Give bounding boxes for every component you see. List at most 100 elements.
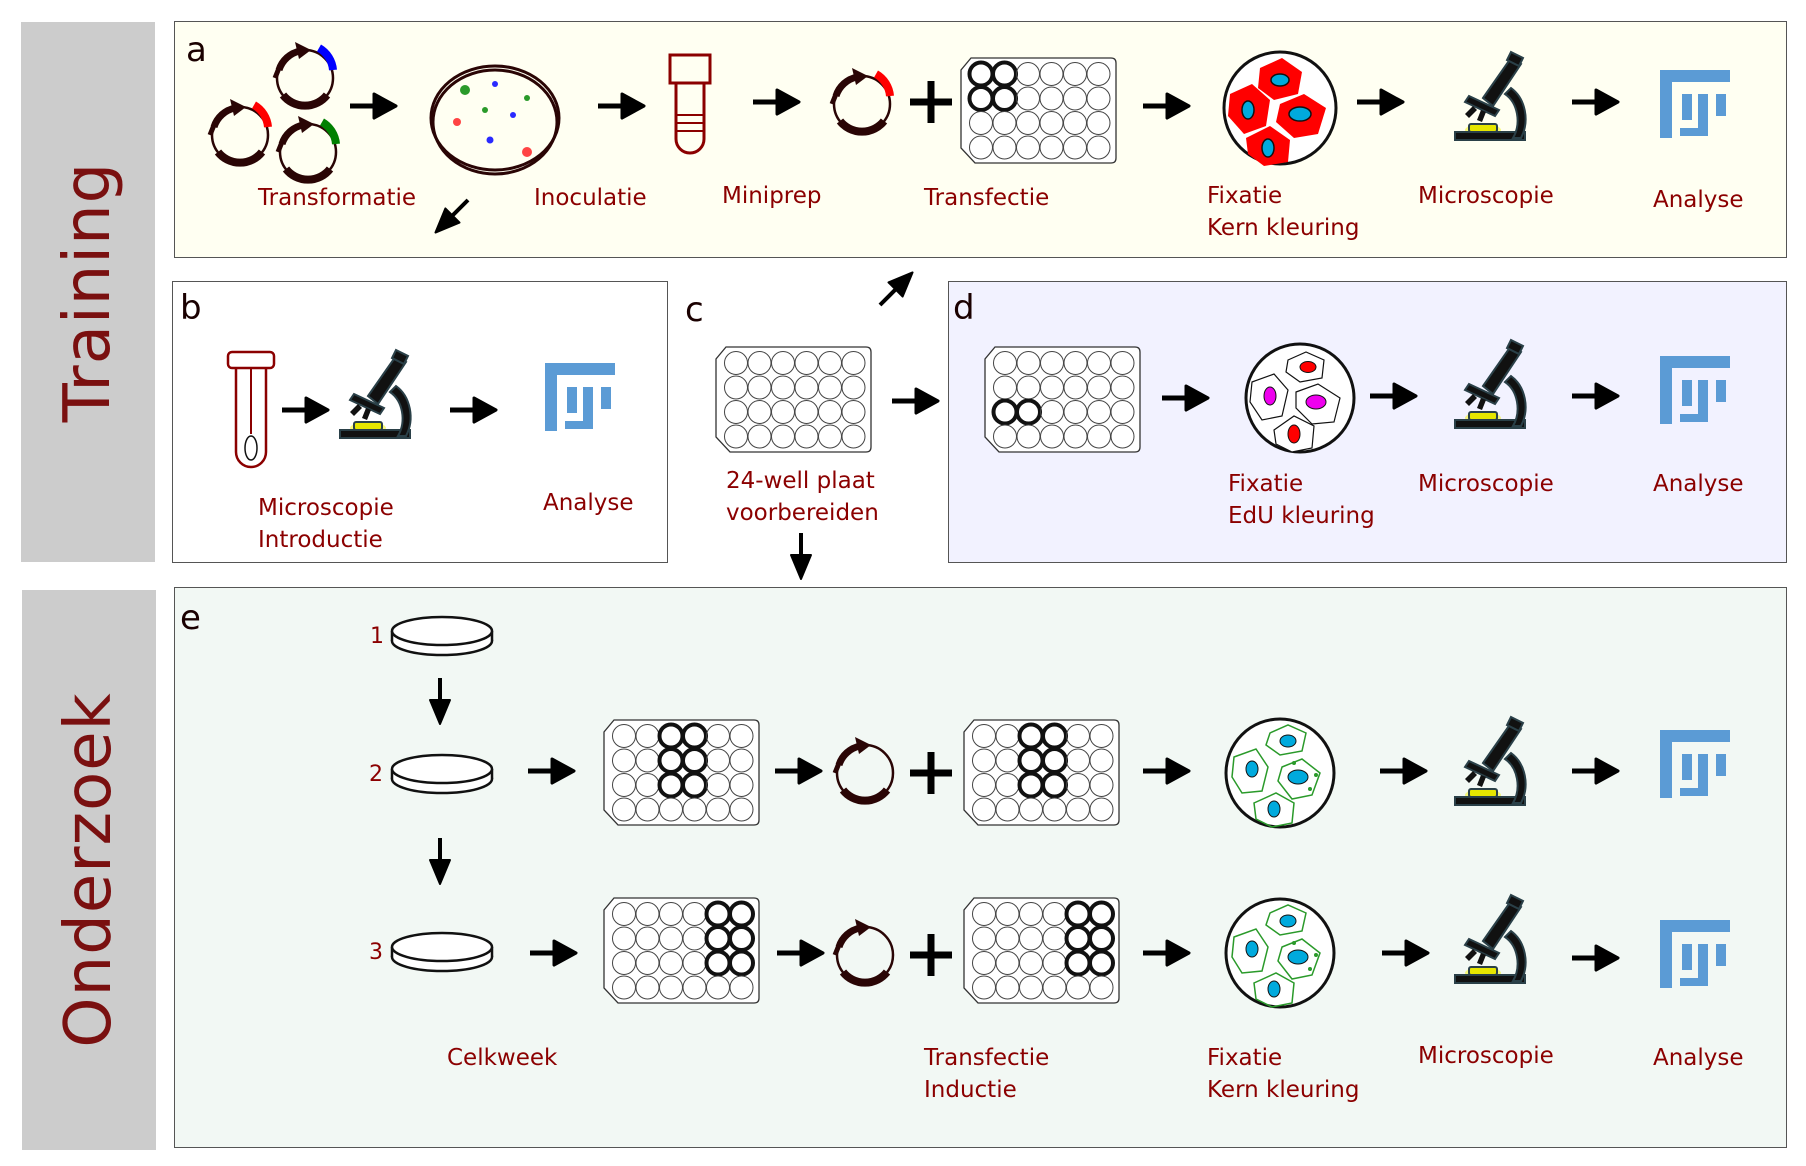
cells-edu-stained-icon <box>1244 342 1356 454</box>
label-fixatie: Fixatie <box>1228 471 1304 497</box>
well <box>1086 111 1111 135</box>
arrow-right-icon <box>1143 953 1144 954</box>
label-analyse: Analyse <box>1653 471 1744 497</box>
label-microscopie: Microscopie <box>258 495 394 521</box>
panel-e-label: e <box>180 598 201 638</box>
well <box>1086 62 1111 86</box>
plus-icon <box>910 752 952 794</box>
panel-d-label: d <box>953 288 975 328</box>
panel-c-label: c <box>685 290 704 330</box>
arrow-right-icon <box>1572 396 1573 397</box>
row-number-3: 3 <box>369 940 383 965</box>
arrow-right-icon <box>1143 771 1144 772</box>
plasmid-icon <box>865 955 866 956</box>
row-number-2: 2 <box>369 762 383 787</box>
label-introductie: Introductie <box>258 527 383 553</box>
well-plate-icon <box>963 719 1120 826</box>
label-inductie: Inductie <box>924 1077 1017 1103</box>
arrow-right-icon <box>530 953 531 954</box>
arrow-right-icon <box>1572 102 1573 103</box>
arrow-up-right-icon <box>880 305 881 306</box>
well <box>841 424 866 449</box>
well <box>841 351 866 375</box>
label-24-well-plaat: 24-well plaat <box>726 468 875 494</box>
well-plate-icon <box>960 57 1117 164</box>
well <box>1089 773 1114 797</box>
arrow-right-icon <box>1572 958 1573 959</box>
arrow-down-icon <box>428 836 452 886</box>
row-number-1: 1 <box>370 624 384 649</box>
well <box>729 724 754 748</box>
well-selected <box>728 949 755 977</box>
petri-dish-icon <box>390 753 494 795</box>
label-transfectie: Transfectie <box>924 1045 1050 1071</box>
well <box>1110 351 1135 375</box>
label-analyse: Analyse <box>1653 187 1744 213</box>
plasmid-blue-icon <box>305 78 306 79</box>
label-kern-kleuring: Kern kleuring <box>1207 1077 1360 1103</box>
tube-icon <box>668 53 712 155</box>
panel-a-label: a <box>186 30 207 70</box>
microscope-icon <box>1454 339 1527 429</box>
well <box>1110 375 1135 400</box>
fiji-icon <box>1660 920 1730 988</box>
arrow-right-icon <box>528 771 529 772</box>
label-analyse: Analyse <box>1653 1045 1744 1071</box>
arrow-right-icon <box>282 410 283 411</box>
label-fixatie: Fixatie <box>1207 183 1283 209</box>
label-microscopie: Microscopie <box>1418 471 1554 497</box>
arrow-down-icon <box>428 676 452 726</box>
panel-b-label: b <box>180 288 202 328</box>
arrow-right-icon <box>1357 102 1358 103</box>
petri-dish-icon <box>390 615 494 657</box>
petri-dish-colonies-icon <box>429 64 561 176</box>
well <box>729 975 754 1000</box>
label-fixatie: Fixatie <box>1207 1045 1283 1071</box>
well <box>1089 724 1114 748</box>
arrow-right-icon <box>753 102 754 103</box>
fiji-icon <box>545 363 615 431</box>
label-microscopie: Microscopie <box>1418 183 1554 209</box>
label-voorbereiden: voorbereiden <box>726 500 879 526</box>
arrow-right-icon <box>775 771 776 772</box>
petri-dish-icon <box>390 931 494 973</box>
well <box>1089 797 1114 822</box>
cells-red-stained-icon <box>1222 50 1338 166</box>
plasmid-icon <box>865 773 866 774</box>
cells-nucleus-stained-icon <box>1224 717 1336 829</box>
plasmid-red-icon <box>862 104 863 105</box>
microscope-icon <box>339 349 412 439</box>
cells-nucleus-stained-icon <box>1224 897 1336 1009</box>
label-transformatie: Transformatie <box>258 185 417 211</box>
label-edu-kleuring: EdU kleuring <box>1228 503 1375 529</box>
label-inoculatie: Inoculatie <box>534 185 647 211</box>
plasmid-red-icon <box>240 135 241 136</box>
fiji-icon <box>1660 70 1730 138</box>
well <box>1089 748 1114 773</box>
microscope-icon <box>1454 51 1527 141</box>
tube-introductie-icon <box>226 350 276 469</box>
well <box>1086 86 1111 111</box>
arrow-right-icon <box>1572 771 1573 772</box>
arrow-down-icon <box>789 531 813 581</box>
plasmid-green-icon <box>308 152 309 153</box>
well <box>1110 424 1135 449</box>
well <box>1089 975 1114 1000</box>
arrow-right-icon <box>1162 398 1163 399</box>
arrow-right-icon <box>1143 106 1144 107</box>
sidebar-training: Training <box>21 22 155 562</box>
arrow-right-icon <box>1370 396 1371 397</box>
microscope-icon <box>1454 716 1527 806</box>
onderzoek-label: Onderzoek <box>52 692 126 1048</box>
well <box>729 748 754 773</box>
well-plate-icon <box>984 346 1141 453</box>
arrow-down-left-icon <box>468 200 469 201</box>
sidebar-onderzoek: Onderzoek <box>22 590 156 1150</box>
well-selected <box>1088 949 1115 977</box>
well <box>729 797 754 822</box>
arrow-right-icon <box>1380 771 1381 772</box>
well-plate-icon <box>603 719 760 826</box>
well-plate-icon <box>963 897 1120 1004</box>
well <box>1086 135 1111 160</box>
well-plate-empty-icon <box>715 346 872 453</box>
